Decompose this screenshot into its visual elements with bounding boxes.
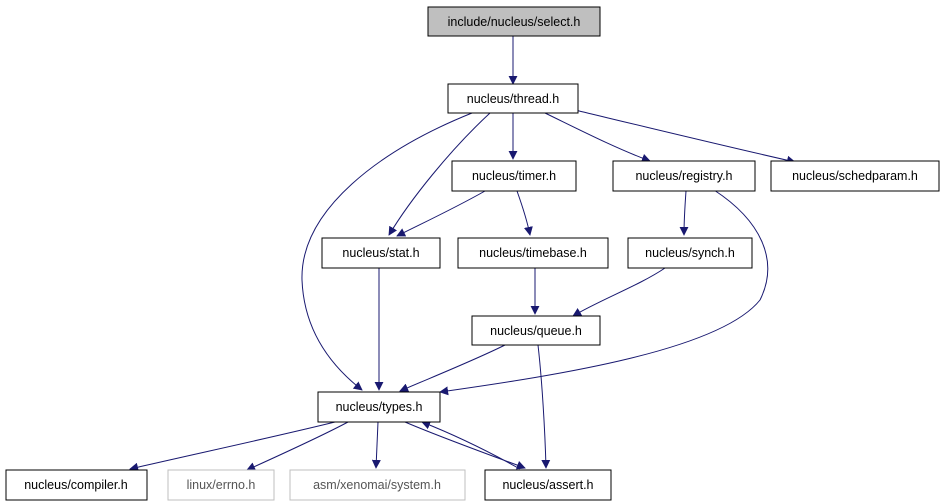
edge-registry-to-types [439, 189, 769, 396]
edge-types-to-assert [404, 421, 526, 470]
node-synch[interactable]: nucleus/synch.h [627, 237, 753, 269]
node-queue-label: nucleus/queue.h [490, 324, 582, 338]
node-compiler-label: nucleus/compiler.h [24, 478, 128, 492]
edge-assert-to-types [421, 420, 521, 470]
edge-queue-to-types [399, 344, 506, 392]
edge-types-to-system [371, 421, 381, 469]
node-types[interactable]: nucleus/types.h [317, 391, 441, 423]
node-thread[interactable]: nucleus/thread.h [447, 83, 579, 114]
node-timer[interactable]: nucleus/timer.h [451, 160, 577, 192]
edge-thread-to-stat [388, 112, 491, 236]
node-assert-label: nucleus/assert.h [502, 478, 593, 492]
edge-timer-to-stat [396, 190, 486, 237]
node-timebase[interactable]: nucleus/timebase.h [457, 237, 609, 269]
edge-types-to-errno [246, 421, 349, 471]
node-stat-label: nucleus/stat.h [342, 246, 419, 260]
node-thread-label: nucleus/thread.h [467, 92, 559, 106]
node-stat[interactable]: nucleus/stat.h [321, 237, 441, 269]
node-compiler[interactable]: nucleus/compiler.h [5, 469, 148, 501]
dependency-edges [129, 36, 796, 472]
node-system: asm/xenomai/system.h [289, 469, 466, 501]
edge-synch-to-queue [572, 267, 666, 317]
edge-thread-to-types [301, 112, 473, 391]
edge-timer-to-timebase [516, 190, 533, 236]
node-select-label: include/nucleus/select.h [448, 15, 581, 29]
edge-registry-to-synch [679, 190, 689, 236]
node-select[interactable]: include/nucleus/select.h [427, 6, 601, 37]
node-timer-label: nucleus/timer.h [472, 169, 556, 183]
node-types-label: nucleus/types.h [336, 400, 423, 414]
edge-thread-to-schedparam [574, 109, 796, 165]
edge-types-to-compiler [129, 421, 336, 472]
edge-thread-to-registry [544, 112, 651, 163]
node-registry[interactable]: nucleus/registry.h [612, 160, 756, 192]
node-queue[interactable]: nucleus/queue.h [471, 315, 601, 346]
node-system-label: asm/xenomai/system.h [313, 478, 441, 492]
node-schedparam-label: nucleus/schedparam.h [792, 169, 918, 183]
edge-queue-to-assert [537, 344, 551, 469]
header-nodes: include/nucleus/select.h nucleus/thread.… [5, 6, 940, 501]
node-errno: linux/errno.h [167, 469, 275, 501]
node-schedparam[interactable]: nucleus/schedparam.h [770, 160, 940, 192]
node-assert[interactable]: nucleus/assert.h [484, 469, 612, 501]
node-errno-label: linux/errno.h [187, 478, 256, 492]
node-synch-label: nucleus/synch.h [645, 246, 735, 260]
node-timebase-label: nucleus/timebase.h [479, 246, 587, 260]
node-registry-label: nucleus/registry.h [635, 169, 732, 183]
